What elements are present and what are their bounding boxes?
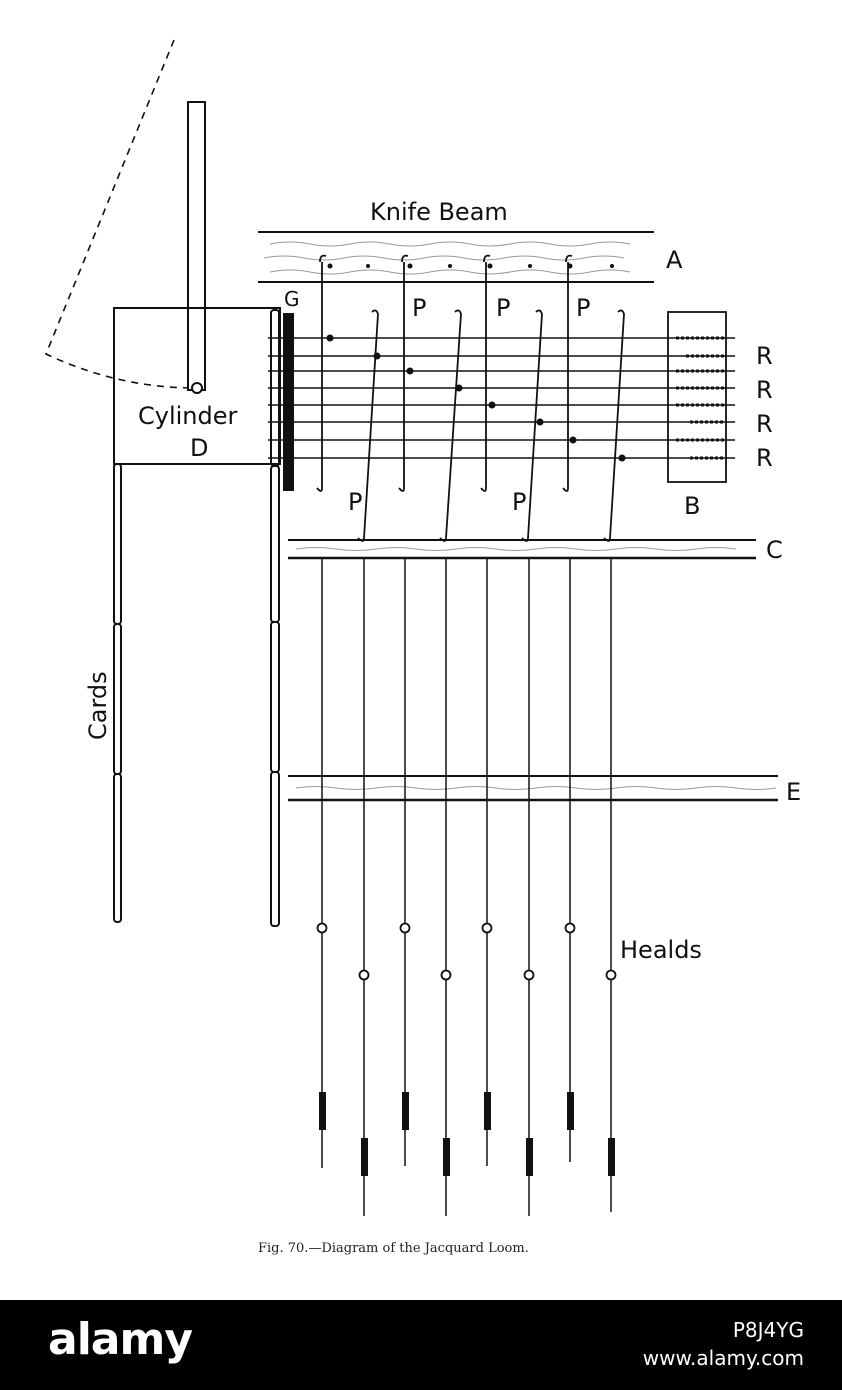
label-p-bottom-1: P (348, 488, 362, 516)
label-p-top-1: P (412, 294, 426, 322)
needle-hook-joints (326, 263, 626, 462)
image-id: P8J4YG (732, 1318, 804, 1342)
label-r-2: R (756, 376, 773, 404)
label-p-top-3: P (576, 294, 590, 322)
label-d: D (190, 434, 208, 462)
label-knife-beam: Knife Beam (370, 198, 508, 226)
alamy-logo: alamy (48, 1314, 193, 1365)
label-cylinder: Cylinder (138, 402, 238, 430)
cylinder-pivot (191, 382, 203, 394)
board-c (288, 539, 756, 560)
board-e (288, 775, 778, 802)
card-chain-left (113, 463, 122, 923)
site-url: www.alamy.com (642, 1346, 804, 1370)
label-r-4: R (756, 444, 773, 472)
label-r-1: R (756, 342, 773, 370)
figure-caption: Fig. 70.—Diagram of the Jacquard Loom. (258, 1241, 529, 1256)
label-g: G (284, 287, 300, 311)
hooks (316, 254, 625, 542)
label-p-bottom-2: P (512, 488, 526, 516)
label-e: E (786, 778, 801, 806)
label-c: C (766, 536, 783, 564)
label-p-top-2: P (496, 294, 510, 322)
g-bar (283, 313, 294, 491)
cords (321, 558, 612, 1216)
label-a: A (666, 246, 683, 274)
jacquard-loom-diagram: Knife Beam A G P P P P P R R R R B C E C… (44, 39, 802, 1256)
spring-box-b (667, 311, 727, 483)
label-b: B (684, 492, 700, 520)
label-r-3: R (756, 410, 773, 438)
lingo-weights (319, 1092, 615, 1176)
knife-beam (258, 231, 654, 283)
cylinder-rod (187, 101, 206, 391)
image-id-block: P8J4YG www.alamy.com (643, 1316, 804, 1372)
label-healds: Healds (620, 936, 702, 964)
heald-eyes (316, 922, 617, 981)
stock-footer: alamy P8J4YG www.alamy.com (0, 1300, 842, 1390)
label-cards: Cards (84, 671, 112, 740)
needles (268, 337, 735, 459)
card-chain-right (270, 309, 280, 927)
cylinder-swing-dashed-line (44, 39, 197, 389)
springs (676, 336, 724, 460)
